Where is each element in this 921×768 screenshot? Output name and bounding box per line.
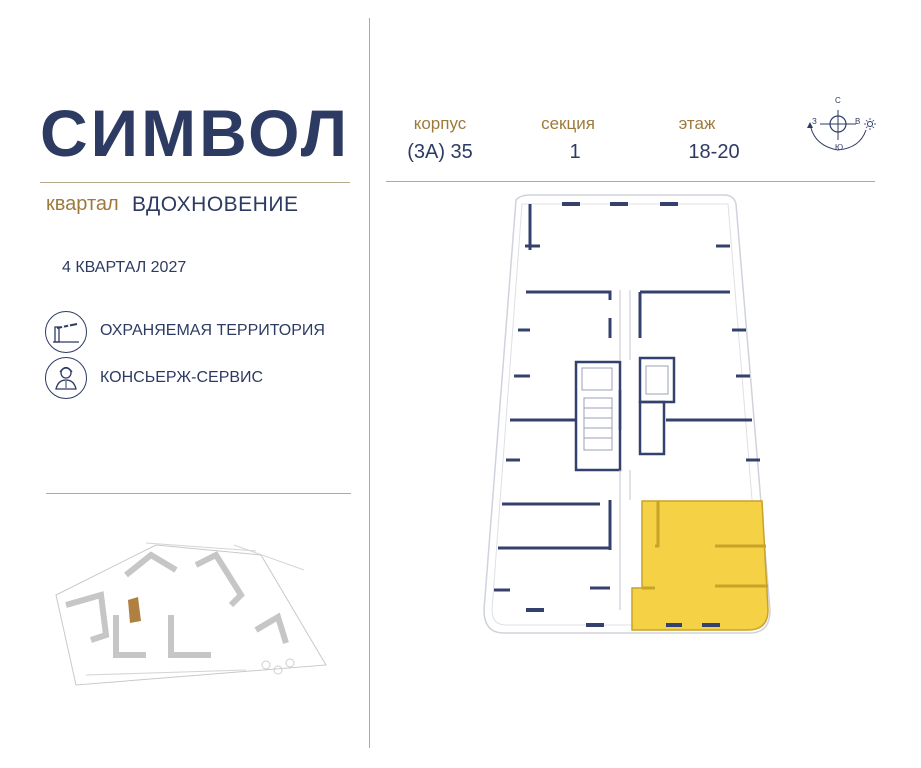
brand-logo: СИМВОЛ — [40, 96, 351, 170]
compass-south: Ю — [835, 143, 844, 152]
barrier-gate-icon — [45, 311, 87, 353]
compass-west: З — [812, 117, 817, 126]
compass-east: В — [855, 117, 861, 126]
compass-icon: С Ю З В — [802, 96, 882, 158]
divider-top-left — [40, 182, 350, 183]
floor-label: этаж — [678, 114, 716, 133]
quarter-name: ВДОХНОВЕНИЕ — [132, 193, 299, 216]
divider-top-right — [386, 181, 875, 182]
vertical-divider — [369, 18, 370, 748]
completion-date: 4 КВАРТАЛ 2027 — [62, 259, 187, 276]
feature-label-security: ОХРАНЯЕМАЯ ТЕРРИТОРИЯ — [100, 322, 325, 339]
quarter-label: квартал — [46, 193, 119, 215]
site-plan-map — [46, 525, 346, 695]
feature-label-concierge: КОНСЬЕРЖ-СЕРВИС — [100, 369, 264, 386]
apartment-highlight — [631, 500, 769, 631]
floor-plan — [470, 190, 790, 650]
section-label: секция — [541, 114, 595, 133]
site-building-highlight — [128, 597, 141, 623]
concierge-icon — [45, 357, 87, 399]
building-value: (3А) 35 — [407, 141, 473, 163]
compass-north: С — [835, 96, 841, 105]
section-value: 1 — [569, 141, 581, 163]
divider-bottom-left — [46, 493, 351, 494]
floor-value: 18-20 — [688, 141, 740, 163]
building-label: корпус — [413, 114, 467, 133]
